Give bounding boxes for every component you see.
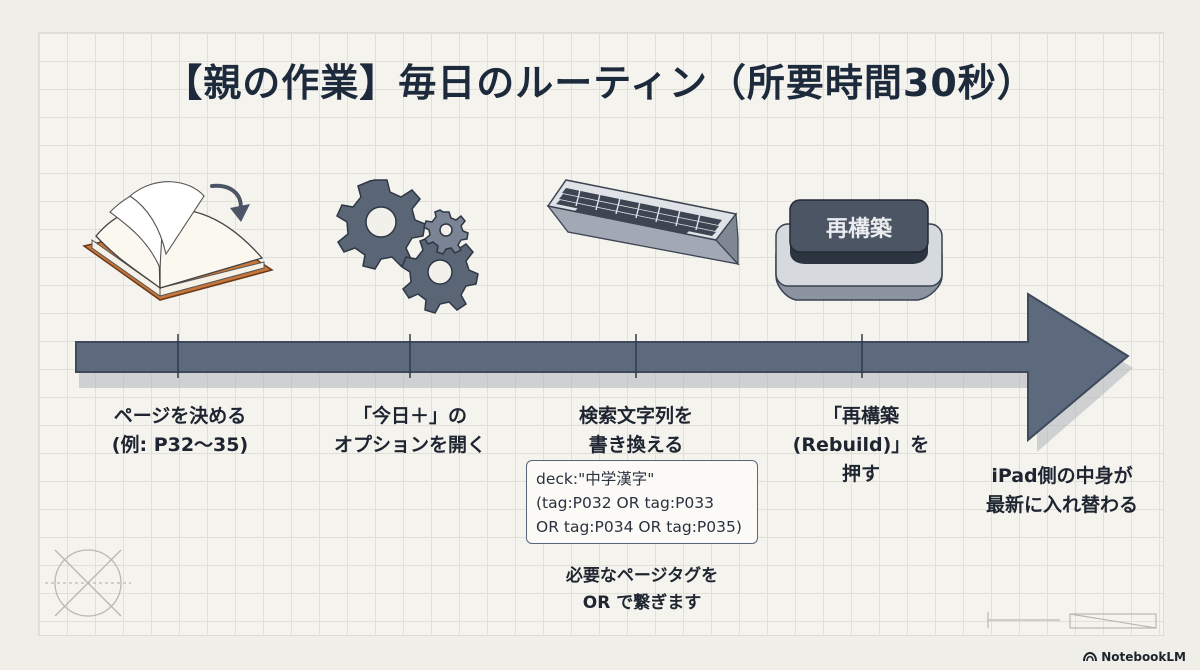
step-2-label: 「今日＋」の オプションを開く xyxy=(333,405,486,456)
scale-bar-decoration xyxy=(987,612,1157,629)
step-5-label: iPad側の中身が 最新に入れ替わる xyxy=(985,465,1138,516)
step-1-label: ページを決める (例: P32〜35) xyxy=(111,405,249,456)
search-string-note: 必要なページタグを OR で繋ぎます xyxy=(565,566,719,613)
rebuild-button-icon: 再構築 xyxy=(775,199,943,301)
brand-badge: NotebookLM xyxy=(1083,650,1186,664)
search-string-line-3: OR tag:P034 OR tag:P035) xyxy=(536,518,742,536)
gears-icon xyxy=(336,179,479,314)
crossed-circle-decoration xyxy=(45,549,131,617)
grid-paper-background xyxy=(38,32,1164,636)
page-title: 【親の作業】毎日のルーティン（所要時間30秒） xyxy=(164,61,1036,105)
keyboard-icon xyxy=(546,179,740,266)
search-string-line-2: (tag:P032 OR tag:P033 xyxy=(536,494,715,512)
step-4-label: 「再構築 (Rebuild)」を 押す xyxy=(792,405,930,485)
timeline-arrow-shadow xyxy=(79,308,1133,452)
step-3-label: 検索文字列を 書き換える xyxy=(578,405,693,456)
notebooklm-logo-icon xyxy=(1083,652,1098,662)
brand-name: NotebookLM xyxy=(1101,650,1186,664)
rebuild-button-label: 再構築 xyxy=(826,216,893,242)
search-string-line-1: deck:"中学漢字" xyxy=(536,470,655,488)
timeline-ticks xyxy=(177,334,863,378)
timeline-arrow xyxy=(75,292,1130,443)
search-string-box: deck:"中学漢字" (tag:P032 OR tag:P033 OR tag… xyxy=(526,460,758,544)
open-book-icon xyxy=(82,181,274,301)
